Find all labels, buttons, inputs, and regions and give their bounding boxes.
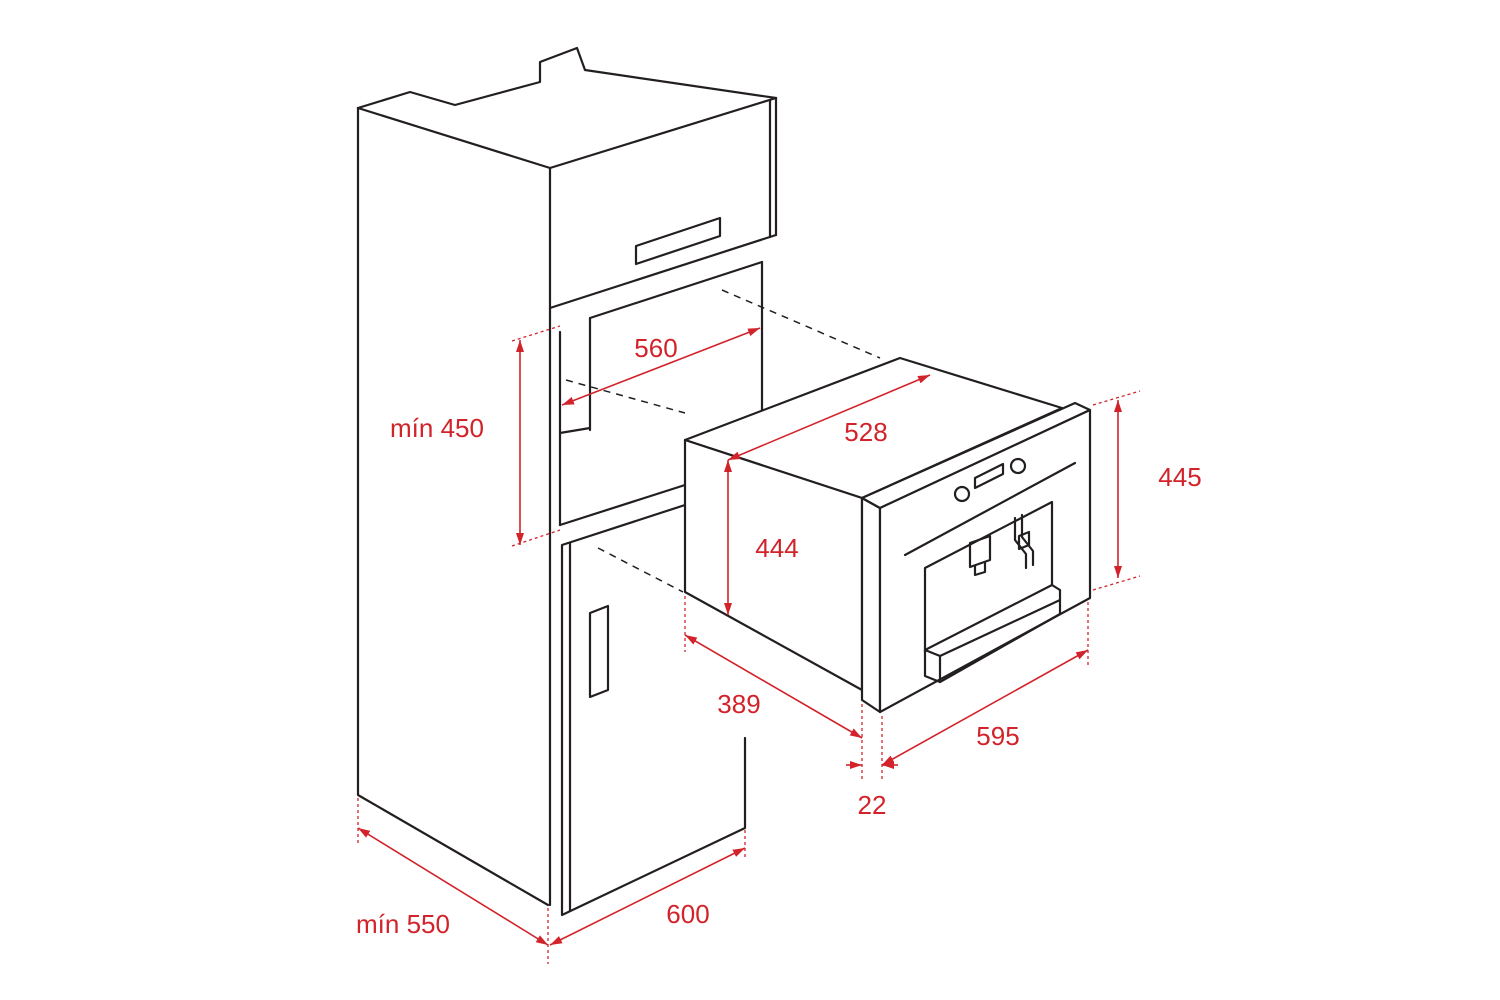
dim-label-550: mín 550 (356, 909, 450, 939)
dim-label-444: 444 (755, 533, 798, 563)
left-knob-icon (953, 485, 971, 503)
control-panel-divider (903, 461, 1077, 557)
dim-line-550 (357, 827, 549, 946)
coffee-machine (683, 356, 1092, 714)
right-knob-icon (1009, 457, 1027, 475)
upper-unit-bottom-edge (548, 233, 778, 310)
dim-label-445: 445 (1158, 462, 1201, 492)
dim-line-528 (727, 374, 931, 461)
machine-frame-side (860, 496, 882, 714)
niche-back-floor-edge (558, 426, 592, 435)
milk-tube-valve (1017, 530, 1031, 551)
dim-line-595 (881, 649, 1089, 766)
dim-line-389 (684, 634, 863, 739)
dim-label-389: 389 (717, 689, 760, 719)
niche-floor-front-edge (558, 483, 687, 527)
dim-line-560 (561, 327, 761, 406)
dispensing-area-outline (923, 500, 1054, 654)
cabinet-top-front-edge (356, 96, 778, 170)
ext-450-top (511, 325, 561, 342)
dim-label-528: 528 (844, 417, 887, 447)
insertion-guides (565, 289, 881, 593)
coffee-spout-icon (968, 534, 992, 569)
guide-line-top (721, 289, 881, 359)
dim-label-450: mín 450 (390, 413, 484, 443)
dim-label-560: 560 (634, 333, 677, 363)
upper-unit-handle (634, 216, 722, 266)
ext-445-top (1092, 390, 1141, 406)
drip-tray-top (923, 583, 1062, 658)
ext-445-bottom (1092, 575, 1141, 591)
dimension-labels: 560 mín 450 528 445 444 389 595 22 mín 5… (356, 333, 1202, 939)
milk-tube-inner (1020, 513, 1035, 567)
dim-label-600: 600 (666, 899, 709, 929)
coffee-spout-tip (973, 561, 987, 577)
milk-tube-outer (1013, 516, 1028, 570)
dim-line-600 (549, 847, 746, 946)
guide-line-bottom (597, 547, 684, 593)
dimension-lines (357, 327, 1122, 946)
dim-label-22: 22 (858, 790, 887, 820)
niche-ceiling-edge (588, 260, 764, 320)
lower-door-handle (588, 604, 610, 699)
dim-label-595: 595 (976, 721, 1019, 751)
cabinet-top-outline (356, 46, 778, 110)
display-window (973, 462, 1005, 490)
